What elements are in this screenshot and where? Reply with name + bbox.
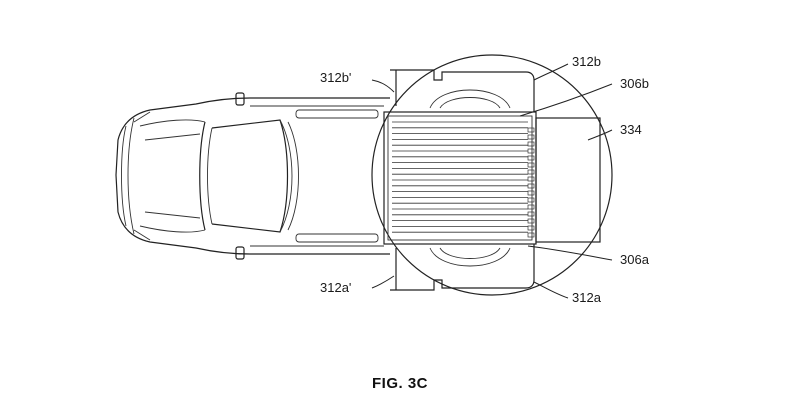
truck-cab <box>116 93 390 259</box>
figure-caption: FIG. 3C <box>372 375 428 392</box>
bed-slat-end <box>528 198 534 202</box>
label-312a-prime: 312a' <box>320 280 351 295</box>
label-334: 334 <box>620 122 642 137</box>
bed-slat-end <box>528 177 534 181</box>
bed-slat-end <box>528 219 534 223</box>
work-area-circle <box>372 55 612 295</box>
bed-slat-end <box>528 184 534 188</box>
bed-slat-end <box>528 142 534 146</box>
label-306a: 306a <box>620 252 650 267</box>
truck-bed <box>384 112 600 244</box>
bed-slat-end <box>528 149 534 153</box>
bed-slat-end <box>528 191 534 195</box>
bed-slats <box>392 122 534 237</box>
bed-slat-end <box>528 156 534 160</box>
bed-slat-end <box>528 128 534 132</box>
label-312b: 312b <box>572 54 601 69</box>
bed-slat-end <box>528 205 534 209</box>
label-312a: 312a <box>572 290 602 305</box>
label-312b-prime: 312b' <box>320 70 351 85</box>
bed-slat-end <box>528 226 534 230</box>
bed-slat-end <box>528 163 534 167</box>
bed-slat-end <box>528 170 534 174</box>
bed-slat-end <box>528 135 534 139</box>
label-306b: 306b <box>620 76 649 91</box>
bed-slat-end <box>528 212 534 216</box>
bed-slat-end <box>528 233 534 237</box>
